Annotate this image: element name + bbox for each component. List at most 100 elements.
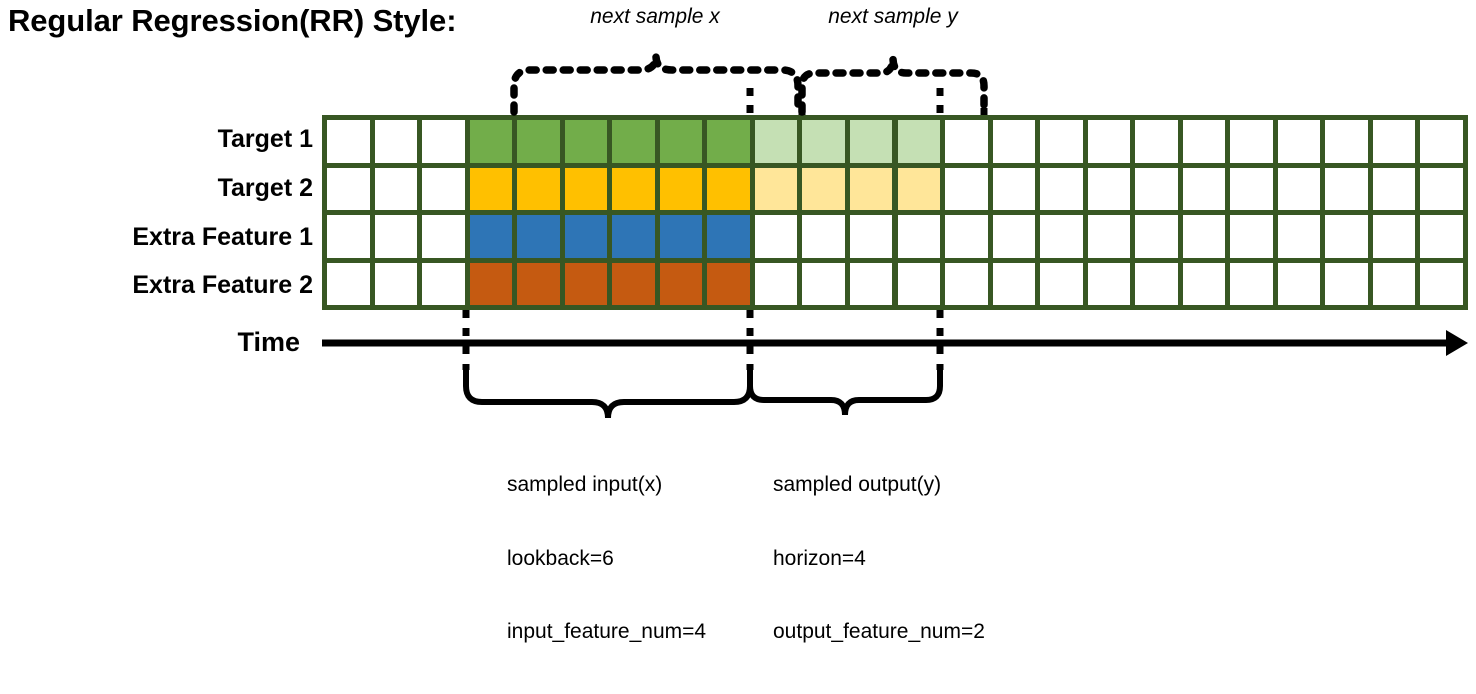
grid-cell	[422, 120, 465, 163]
row-label-target-1: Target 1	[217, 125, 313, 153]
grid-cell	[564, 120, 608, 163]
next-sample-y-label: next sample y	[828, 5, 958, 28]
grid-cell	[612, 262, 655, 305]
grid-cell	[374, 167, 418, 210]
grid-cell	[469, 262, 513, 305]
grid-cell	[707, 262, 750, 305]
grid-cell	[1372, 262, 1416, 305]
grid-cell	[1420, 262, 1463, 305]
input-caption: sampled input(x) lookback=6 input_featur…	[507, 424, 706, 694]
timeseries-grid	[322, 115, 1468, 310]
grid-cell	[754, 120, 798, 163]
grid-cell	[992, 167, 1036, 210]
grid-cell	[1230, 215, 1273, 258]
output-caption-line-1: sampled output(y)	[773, 473, 942, 496]
output-caption-line-3: output_feature_num=2	[773, 620, 985, 643]
grid-cell	[1182, 167, 1226, 210]
grid-cell	[422, 215, 465, 258]
grid-cell	[659, 262, 703, 305]
grid-cell	[612, 215, 655, 258]
grid-cell	[1325, 120, 1368, 163]
grid-cell	[849, 120, 893, 163]
grid-cell	[802, 167, 845, 210]
grid-cell	[1325, 215, 1368, 258]
grid-cell	[1040, 120, 1083, 163]
grid-cell	[469, 167, 513, 210]
grid-cell	[1135, 262, 1178, 305]
grid-cell	[754, 167, 798, 210]
grid-cell	[945, 262, 988, 305]
grid-cell	[897, 215, 941, 258]
row-label-extra-feature-2: Extra Feature 2	[132, 271, 313, 300]
grid-cell	[517, 215, 560, 258]
grid-cell	[849, 215, 893, 258]
grid-cell	[374, 215, 418, 258]
grid-cell	[1230, 167, 1273, 210]
grid-cell	[422, 262, 465, 305]
grid-cell	[1182, 215, 1226, 258]
grid-cell	[612, 120, 655, 163]
grid-cell	[422, 167, 465, 210]
grid-cell	[517, 262, 560, 305]
row-label-target-2: Target 2	[217, 173, 313, 202]
grid-cell	[1325, 167, 1368, 210]
grid-cell	[327, 262, 370, 305]
grid-cell	[1182, 262, 1226, 305]
grid-cell	[945, 167, 988, 210]
grid-cell	[707, 215, 750, 258]
grid-cell	[659, 215, 703, 258]
grid-cell	[945, 120, 988, 163]
grid-cell	[1277, 120, 1321, 163]
grid-cell	[992, 120, 1036, 163]
grid-cell	[897, 262, 941, 305]
grid-cell	[517, 120, 560, 163]
grid-cell	[1420, 215, 1463, 258]
grid-cell	[517, 167, 560, 210]
grid-cell	[802, 215, 845, 258]
grid-cell	[1230, 262, 1273, 305]
grid-cell	[1087, 262, 1131, 305]
grid-cell	[1372, 167, 1416, 210]
grid-cell	[945, 215, 988, 258]
grid-cell	[374, 262, 418, 305]
grid-cell	[1230, 120, 1273, 163]
grid-cell	[754, 215, 798, 258]
input-caption-line-3: input_feature_num=4	[507, 620, 707, 643]
grid-cell	[659, 167, 703, 210]
row-label-extra-feature-1: Extra Feature 1	[132, 222, 313, 251]
grid-cell	[1087, 215, 1131, 258]
grid-cell	[897, 120, 941, 163]
grid-cell	[1277, 215, 1321, 258]
time-axis-label: Time	[237, 327, 300, 357]
grid-cell	[327, 167, 370, 210]
grid-cell	[1277, 262, 1321, 305]
next-sample-x-label: next sample x	[590, 5, 720, 28]
grid-cell	[707, 167, 750, 210]
grid-cell	[897, 167, 941, 210]
grid-cell	[612, 167, 655, 210]
grid-cell	[1135, 215, 1178, 258]
grid-cell	[802, 120, 845, 163]
input-caption-line-1: sampled input(x)	[507, 473, 663, 496]
grid-cell	[1277, 167, 1321, 210]
grid-cell	[327, 215, 370, 258]
input-caption-line-2: lookback=6	[507, 546, 614, 570]
grid-cell	[469, 120, 513, 163]
grid-cell	[1040, 215, 1083, 258]
grid-cell	[1325, 262, 1368, 305]
time-axis-arrow	[322, 330, 1468, 356]
grid-cell	[1420, 167, 1463, 210]
grid-cell	[754, 262, 798, 305]
grid-cell	[1182, 120, 1226, 163]
grid-cell	[1040, 262, 1083, 305]
grid-cell	[1135, 120, 1178, 163]
grid-cell	[564, 215, 608, 258]
grid-cell	[992, 215, 1036, 258]
grid-cell	[849, 262, 893, 305]
grid-cell	[659, 120, 703, 163]
grid-cell	[1135, 167, 1178, 210]
grid-cell	[1372, 215, 1416, 258]
grid-cell	[992, 262, 1036, 305]
grid-cell	[469, 215, 513, 258]
grid-cell	[564, 167, 608, 210]
